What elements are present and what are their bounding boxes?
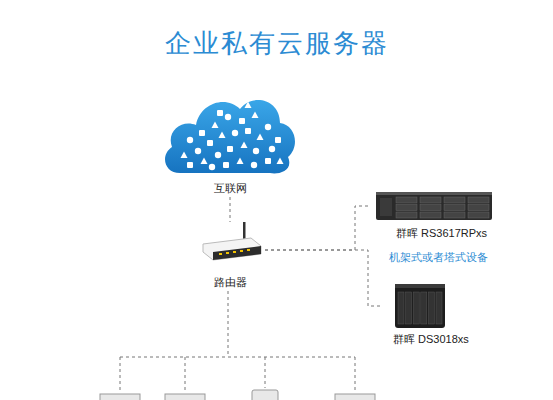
network-link [265,206,370,250]
device-node: 群晖 DS3018xs [383,282,503,346]
device-label: 群晖 DS3018xs [393,332,503,347]
device-node: 路由器 [195,222,265,290]
device-label: 群晖 RS3617RPxs [396,226,520,241]
client-device [100,394,140,400]
lan-bus [120,357,355,358]
router-illustration [195,222,265,262]
device-node: 互联网 [160,85,300,197]
tower-server-illustration [383,282,503,332]
device-label: 互联网 [160,181,300,196]
client-device [165,394,205,400]
client-device [335,394,375,400]
note-label: 机架式或者塔式设备 [389,251,488,265]
client-device [252,390,278,400]
cloud-illustration [160,85,300,180]
device-label: 路由器 [195,275,265,290]
lan-drops [120,357,355,392]
rack-server-illustration [370,190,520,224]
network-link [265,250,383,306]
diagram-title: 企业私有云服务器 [0,26,553,61]
device-node: 群晖 RS3617RPxs [370,190,520,240]
lan-trunk [228,291,229,357]
network-link [230,197,231,222]
